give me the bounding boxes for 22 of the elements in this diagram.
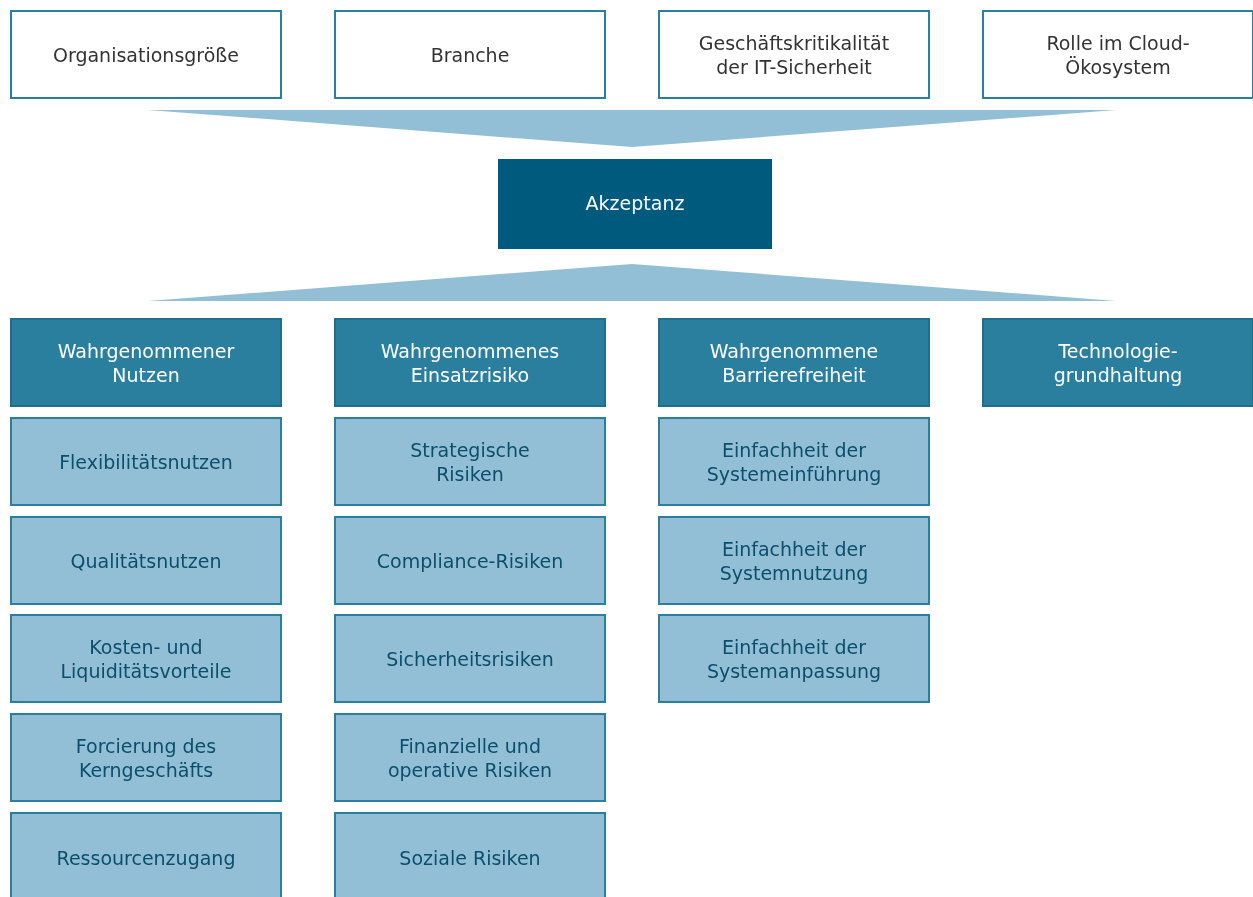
category-box: Wahrgenommenes Einsatzrisiko <box>334 318 606 407</box>
factor-box: Rolle im Cloud-Ökosystem <box>982 10 1253 99</box>
subcategory-box: Qualitätsnutzen <box>10 516 282 605</box>
subcategory-box: Forcierung des Kerngeschäfts <box>10 713 282 802</box>
subcategory-box: Ressourcenzugang <box>10 812 282 897</box>
subcategory-box: Einfachheit der Systemanpassung <box>658 614 930 703</box>
factor-box: Geschäftskritikalität der IT-Sicherheit <box>658 10 930 99</box>
factor-box: Branche <box>334 10 606 99</box>
subcategory-box: Einfachheit der Systemnutzung <box>658 516 930 605</box>
factor-box: Organisationsgröße <box>10 10 282 99</box>
subcategory-box: Strategische Risiken <box>334 417 606 506</box>
subcategory-box: Soziale Risiken <box>334 812 606 897</box>
subcategory-box: Kosten- und Liquiditätsvorteile <box>10 614 282 703</box>
subcategory-box: Sicherheitsrisiken <box>334 614 606 703</box>
subcategory-box: Einfachheit der Systemeinführung <box>658 417 930 506</box>
subcategory-box: Compliance-Risiken <box>334 516 606 605</box>
category-box: Wahrgenommener Nutzen <box>10 318 282 407</box>
category-box: Wahrgenommene Barrierefreiheit <box>658 318 930 407</box>
subcategory-box: Flexibilitätsnutzen <box>10 417 282 506</box>
central-box: Akzeptanz <box>498 159 772 249</box>
subcategory-box: Finanzielle und operative Risiken <box>334 713 606 802</box>
category-box: Technologie-grundhaltung <box>982 318 1253 407</box>
